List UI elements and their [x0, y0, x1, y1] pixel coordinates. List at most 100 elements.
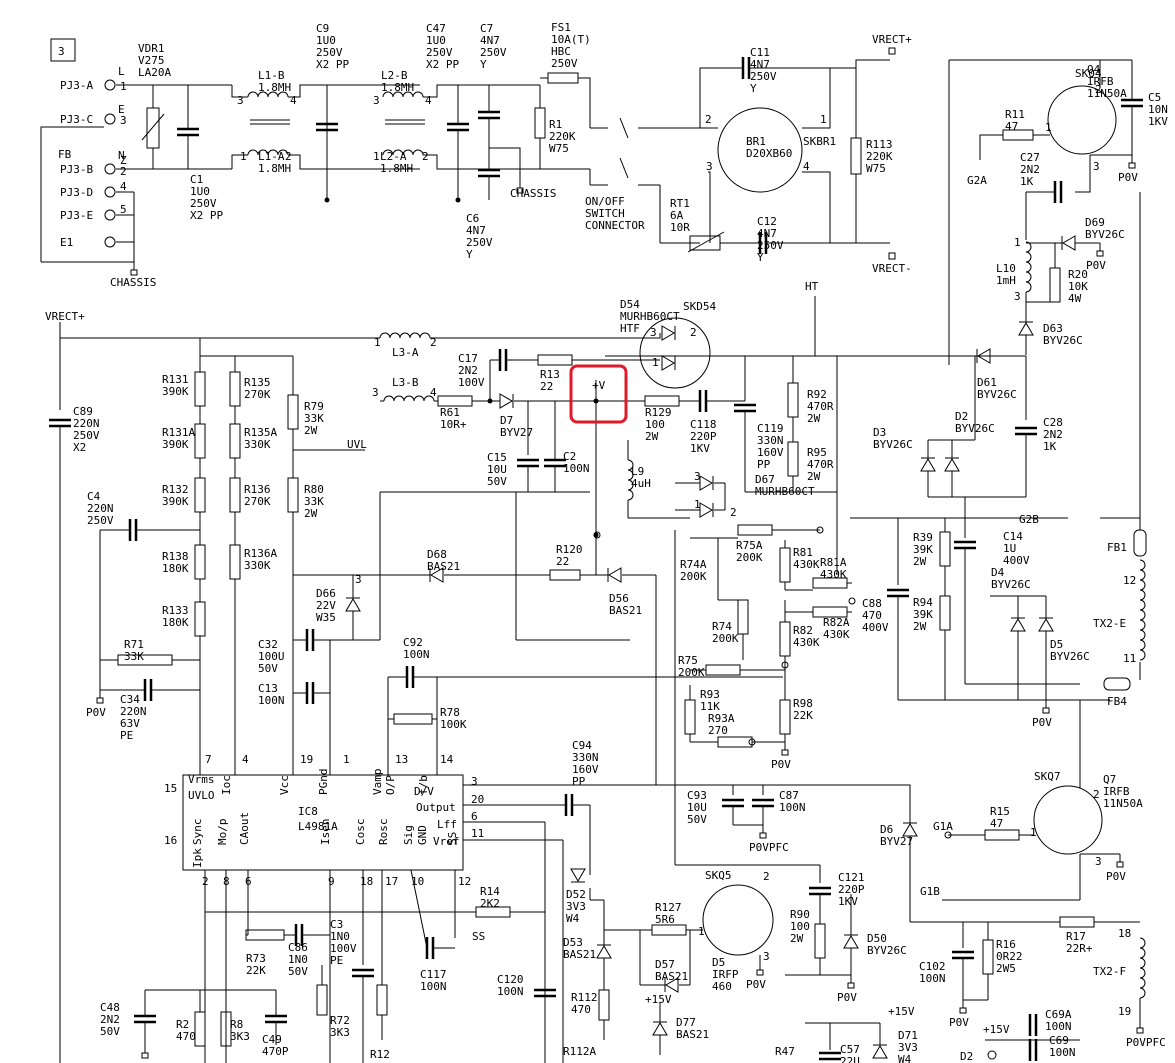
label-c48: 50V: [100, 1025, 120, 1038]
label-r136: 270K: [244, 495, 271, 508]
test-point-icon: [781, 661, 789, 669]
label-rt1: 10R: [670, 221, 690, 234]
label-c3: 100V: [330, 942, 357, 955]
label-d54: MURHB60CT: [620, 310, 680, 323]
test-point-icon: [848, 597, 856, 605]
pin-mark: 1: [820, 113, 827, 126]
label-skq7: SKQ7: [1034, 770, 1061, 783]
label-c27: 2N2: [1020, 163, 1040, 176]
label-d71: D71: [898, 1029, 918, 1042]
label-d66: 22V: [316, 599, 336, 612]
capacitor-c17: [498, 349, 508, 371]
label-r112a: R112A: [563, 1045, 596, 1058]
pin-mark: 12: [458, 875, 471, 888]
label-c9: 250V: [316, 46, 343, 59]
label-c14: C14: [1003, 530, 1023, 543]
label-r98: 22K: [793, 709, 813, 722]
label-r1: R1: [549, 118, 562, 131]
wire: [687, 231, 725, 253]
label-l1-a: L1-A: [258, 150, 285, 163]
label-c119: 160V: [757, 446, 784, 459]
label-d69: D69: [1085, 216, 1105, 229]
capacitor-c32: [305, 629, 315, 651]
label-d3: BYV26C: [873, 438, 913, 451]
pin-mark: 1: [1014, 236, 1021, 249]
label-r47: R47: [775, 1045, 795, 1058]
resistor-r82: [779, 621, 791, 657]
label-q4: IRFB: [1087, 75, 1114, 88]
ic-pin-label: Ipk: [191, 848, 204, 868]
label-r71: R71: [124, 638, 144, 651]
component-labels: 3PJ3-APJ3-CPJ3-BPJ3-DPJ3-EE1LEN13245ZFBC…: [45, 21, 1168, 1063]
wire: [802, 171, 831, 243]
capacitor-c15: [517, 458, 539, 468]
label-r135a: R135A: [244, 426, 277, 439]
resistor-r112: [598, 989, 610, 1021]
label-d7: D7: [500, 414, 513, 427]
label-c118: 1KV: [690, 442, 710, 455]
capacitor-c4: [128, 519, 138, 541]
label-c7: 4N7: [480, 34, 500, 47]
highlight-label: +V: [592, 379, 606, 392]
mosfet-q5-icon: [702, 884, 774, 956]
wire: [656, 784, 911, 823]
ground-icon: [516, 187, 524, 194]
label-c69: 100N: [1049, 1046, 1076, 1059]
resistor-r81: [779, 547, 791, 583]
net-label: +15V: [645, 993, 672, 1006]
diode-d54-b: [661, 355, 676, 371]
ic-pin-label: D/V: [414, 785, 434, 798]
net-label: G2A: [967, 174, 987, 187]
pin-mark: 2: [705, 113, 712, 126]
label-c93: 50V: [687, 813, 707, 826]
label-r78: 100K: [440, 718, 467, 731]
label-c121: 220P: [838, 883, 865, 896]
capacitor-c28: [1015, 426, 1037, 436]
resistor-r93: [684, 699, 696, 735]
ground-icon: [847, 982, 855, 989]
resistor-r79: [287, 394, 299, 430]
label-r16: R16: [996, 938, 1016, 951]
resistor-r13: [537, 354, 573, 366]
diode-d4: [1010, 617, 1026, 632]
label-l9: 4uH: [631, 477, 651, 490]
junction-dot: [593, 398, 599, 404]
label-r20: 4W: [1068, 292, 1082, 305]
ic-pin-label: Lff: [437, 818, 457, 831]
label-r74: R74: [712, 620, 732, 633]
label-l10: L10: [996, 262, 1016, 275]
net-label: P0V: [746, 978, 766, 991]
label-r136a: 330K: [244, 559, 271, 572]
label-l2-a: L2-A: [380, 150, 407, 163]
label-r95: 470R: [807, 458, 834, 471]
net-label: VRECT+: [45, 310, 85, 323]
label-r131: 390K: [162, 385, 189, 398]
pin-mark: 3: [1014, 290, 1021, 303]
label-r120: R120: [556, 543, 583, 556]
diode-d5: [1038, 617, 1054, 632]
ic-pin-label: Vrms: [188, 773, 215, 786]
pin-mark: 2: [763, 870, 770, 883]
label-c118: C118: [690, 418, 717, 431]
label-tx2-e: TX2-E: [1093, 617, 1126, 630]
diode-d68: [429, 567, 444, 583]
label-sw: ON/OFF: [585, 195, 625, 208]
label-d57: BAS21: [655, 970, 688, 983]
ic-pin-label: Vcc: [278, 775, 291, 795]
label-r112: 470: [571, 1003, 591, 1016]
pin-mark: 6: [471, 810, 478, 823]
pin-mark: 3: [650, 326, 657, 339]
ground-icon: [141, 1052, 149, 1059]
wire: [699, 67, 743, 128]
label-c11: 250V: [750, 70, 777, 83]
wire: [489, 147, 521, 180]
pin-mark: N: [118, 149, 125, 162]
pin-mark: 4: [425, 94, 432, 107]
wire: [40, 126, 104, 262]
net-label: P0V: [1118, 171, 1138, 184]
label-r129: 2W: [645, 430, 659, 443]
label-r73: R73: [246, 952, 266, 965]
label-c5: C5: [1148, 91, 1161, 104]
label-d63: BYV26C: [1043, 334, 1083, 347]
net-label: P0V: [949, 1016, 969, 1029]
